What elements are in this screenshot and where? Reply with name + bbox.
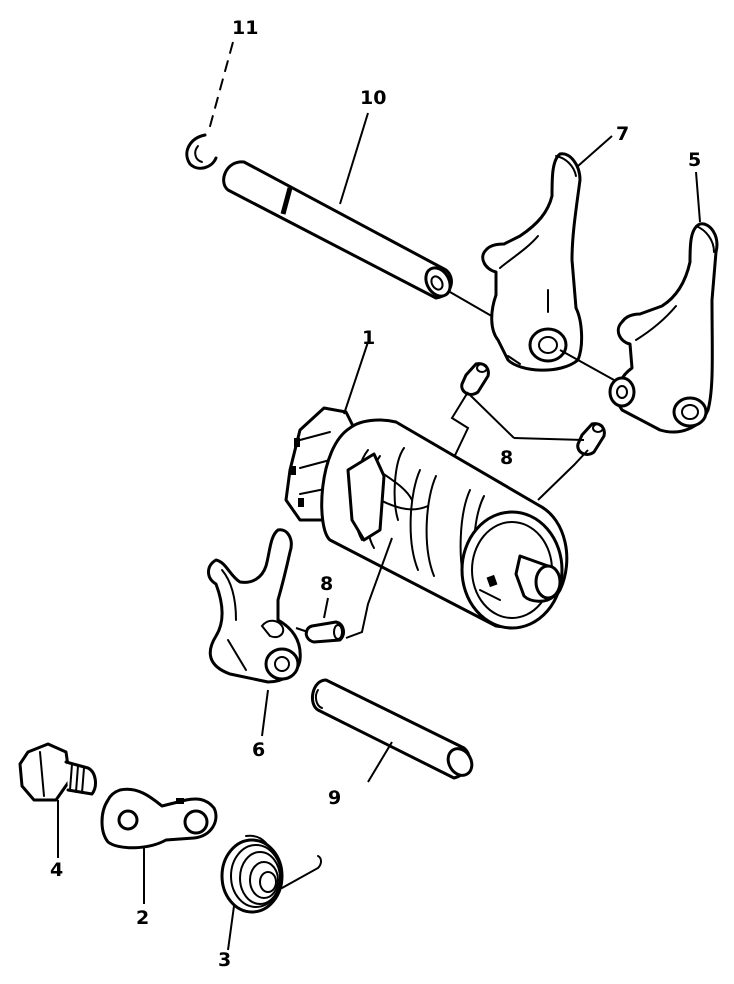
label-9: 9 bbox=[328, 787, 341, 809]
stopper-lever-part-2 bbox=[100, 787, 218, 904]
circlip-part-11 bbox=[185, 41, 234, 170]
guide-pin-upper-left bbox=[460, 362, 490, 396]
shift-fork-part-6 bbox=[207, 528, 302, 737]
label-10: 10 bbox=[360, 87, 386, 109]
guide-pin-upper-right bbox=[576, 422, 606, 456]
label-6: 6 bbox=[252, 739, 265, 761]
bolt-part-4 bbox=[18, 742, 97, 858]
label-8-lower: 8 bbox=[320, 573, 333, 595]
label-7: 7 bbox=[616, 123, 629, 145]
label-5: 5 bbox=[688, 149, 701, 171]
guide-pin-lower bbox=[295, 537, 393, 644]
label-4: 4 bbox=[50, 859, 63, 881]
pin-leader-lines bbox=[447, 391, 589, 501]
shift-fork-part-5 bbox=[559, 171, 719, 434]
shift-drum-part-1 bbox=[284, 341, 569, 630]
label-3: 3 bbox=[218, 949, 231, 971]
part-labels: 11 10 7 5 1 8 8 6 9 4 2 3 bbox=[50, 17, 701, 971]
label-2: 2 bbox=[136, 907, 149, 929]
label-8-upper: 8 bbox=[500, 447, 513, 469]
torsion-spring-part-3 bbox=[220, 834, 322, 951]
label-1: 1 bbox=[362, 327, 375, 349]
shift-rod-part-10 bbox=[222, 112, 496, 319]
shift-rod-part-9 bbox=[310, 678, 474, 783]
shift-fork-part-7 bbox=[481, 135, 613, 372]
label-11: 11 bbox=[232, 17, 258, 39]
